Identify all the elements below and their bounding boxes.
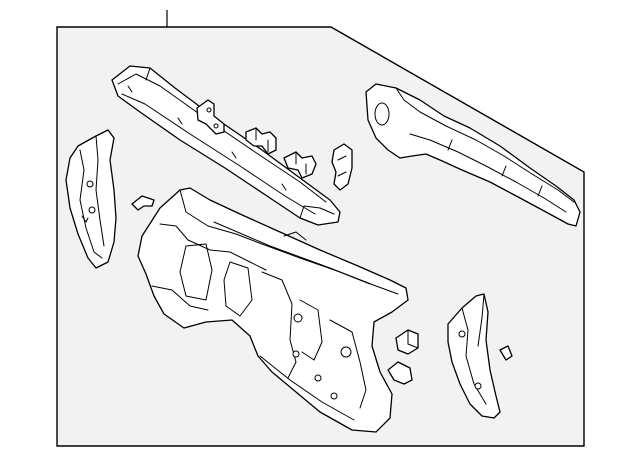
upper-bracket-2 <box>245 127 277 155</box>
upper-bracket-1 <box>196 99 225 135</box>
lower-right-bracket <box>447 293 501 419</box>
upper-bracket-3 <box>283 151 317 179</box>
upper-bracket-4 <box>331 143 353 191</box>
right-upper-reinforcement <box>365 83 581 227</box>
small-retainer-1 <box>395 329 419 355</box>
left-side-bracket <box>65 129 117 269</box>
dash-panel <box>137 187 409 433</box>
small-clip-left <box>131 195 155 211</box>
small-clip-right <box>499 345 513 361</box>
small-retainer-2 <box>387 361 413 385</box>
